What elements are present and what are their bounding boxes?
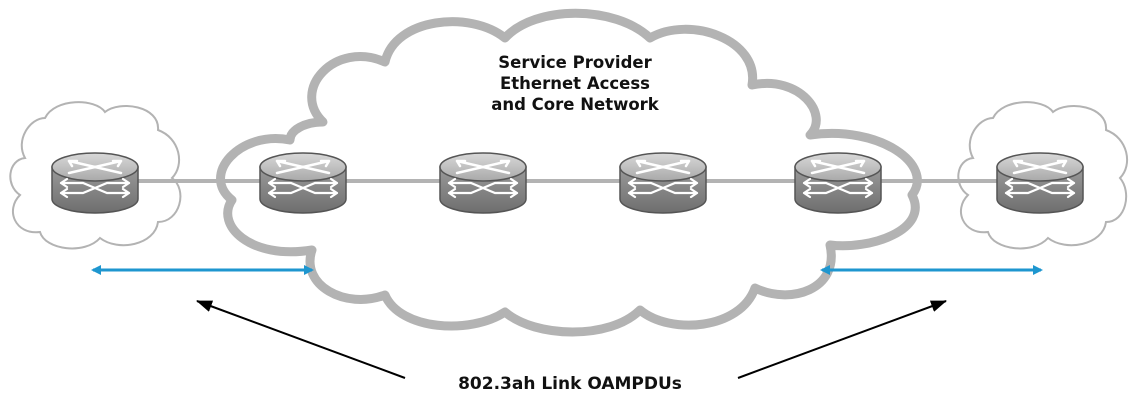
- pointer-arrow-right: [737, 300, 947, 379]
- core-network-label: Service Provider Ethernet Access and Cor…: [460, 52, 690, 115]
- pointer-arrow-left: [196, 300, 406, 379]
- router-icon: [259, 152, 347, 214]
- core-network-label-line: Ethernet Access: [500, 74, 650, 93]
- router-icon: [51, 152, 139, 214]
- router-icon: [439, 152, 527, 214]
- core-network-label-line: Service Provider: [498, 53, 652, 72]
- oampdu-caption: 802.3ah Link OAMPDUs: [458, 374, 682, 394]
- router-icon: [996, 152, 1084, 214]
- router-icon: [619, 152, 707, 214]
- core-network-label-line: and Core Network: [491, 95, 659, 114]
- router-icon: [794, 152, 882, 214]
